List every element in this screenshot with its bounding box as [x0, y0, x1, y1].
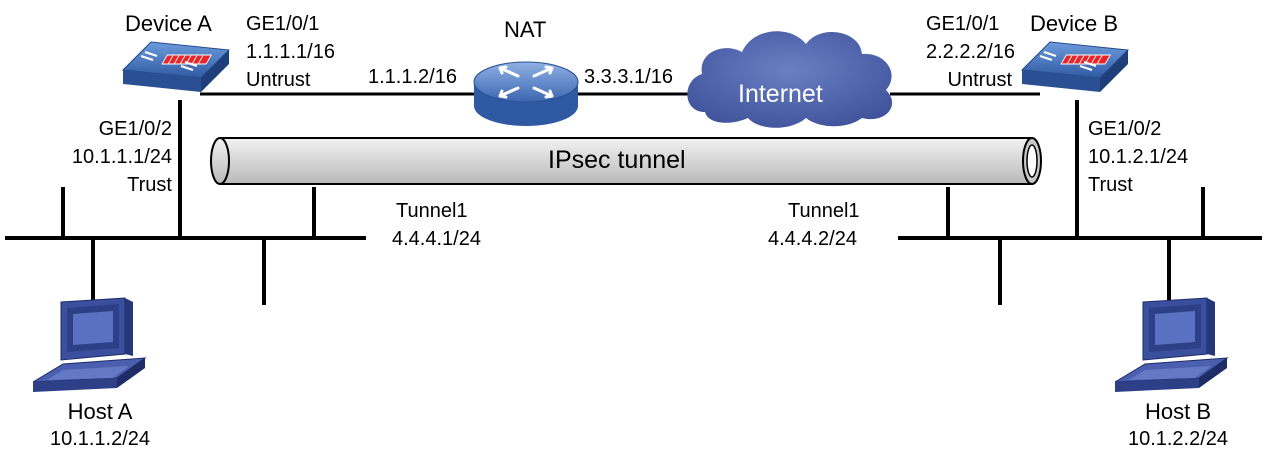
device-b-wan-ip: 2.2.2.2/16: [926, 41, 1015, 63]
device-b-tunnel-iface: Tunnel1: [788, 200, 860, 222]
host-b-ip: 10.1.2.2/24: [1127, 428, 1229, 450]
device-b-name: Device B: [1030, 11, 1119, 36]
nat-outside-ip: 3.3.3.1/16: [584, 66, 673, 88]
computer-icon: [32, 297, 147, 392]
firewall-icon: [121, 41, 231, 92]
device-b-lan-zone: Trust: [1088, 174, 1133, 196]
device-b-lan-ip: 10.1.2.1/24: [1088, 146, 1189, 168]
cloud-icon: [687, 31, 893, 128]
internet-label: Internet: [738, 80, 823, 108]
router-icon: [473, 61, 579, 126]
tunnel-label: IPsec tunnel: [548, 146, 686, 174]
device-b-lan-iface: GE1/0/2: [1088, 118, 1162, 140]
nat-name: NAT: [504, 17, 547, 42]
device-a-wan-zone: Untrust: [246, 69, 311, 91]
device-a-wan-ip: 1.1.1.1/16: [246, 41, 335, 63]
device-a-lan-ip: 10.1.1.1/24: [71, 146, 172, 168]
host-b-name: Host B: [1144, 399, 1212, 424]
device-b-tunnel-ip: 4.4.4.2/24: [768, 228, 857, 250]
device-b-wan-iface: GE1/0/1: [926, 13, 1000, 35]
device-a-lan-zone: Trust: [127, 174, 172, 196]
device-a-tunnel-ip: 4.4.4.1/24: [392, 228, 481, 250]
host-a-ip: 10.1.1.2/24: [49, 428, 151, 450]
device-b-wan-zone: Untrust: [947, 69, 1012, 91]
ipsec-tunnel: [210, 137, 1042, 185]
nat-inside-ip: 1.1.1.2/16: [368, 66, 457, 88]
device-a-lan-iface: GE1/0/2: [98, 118, 172, 140]
computer-icon: [1114, 297, 1229, 392]
device-a-name: Device A: [125, 11, 212, 36]
firewall-icon: [1020, 41, 1130, 92]
device-a-wan-iface: GE1/0/1: [246, 13, 320, 35]
device-a-tunnel-iface: Tunnel1: [396, 200, 468, 222]
host-a-name: Host A: [67, 399, 133, 424]
